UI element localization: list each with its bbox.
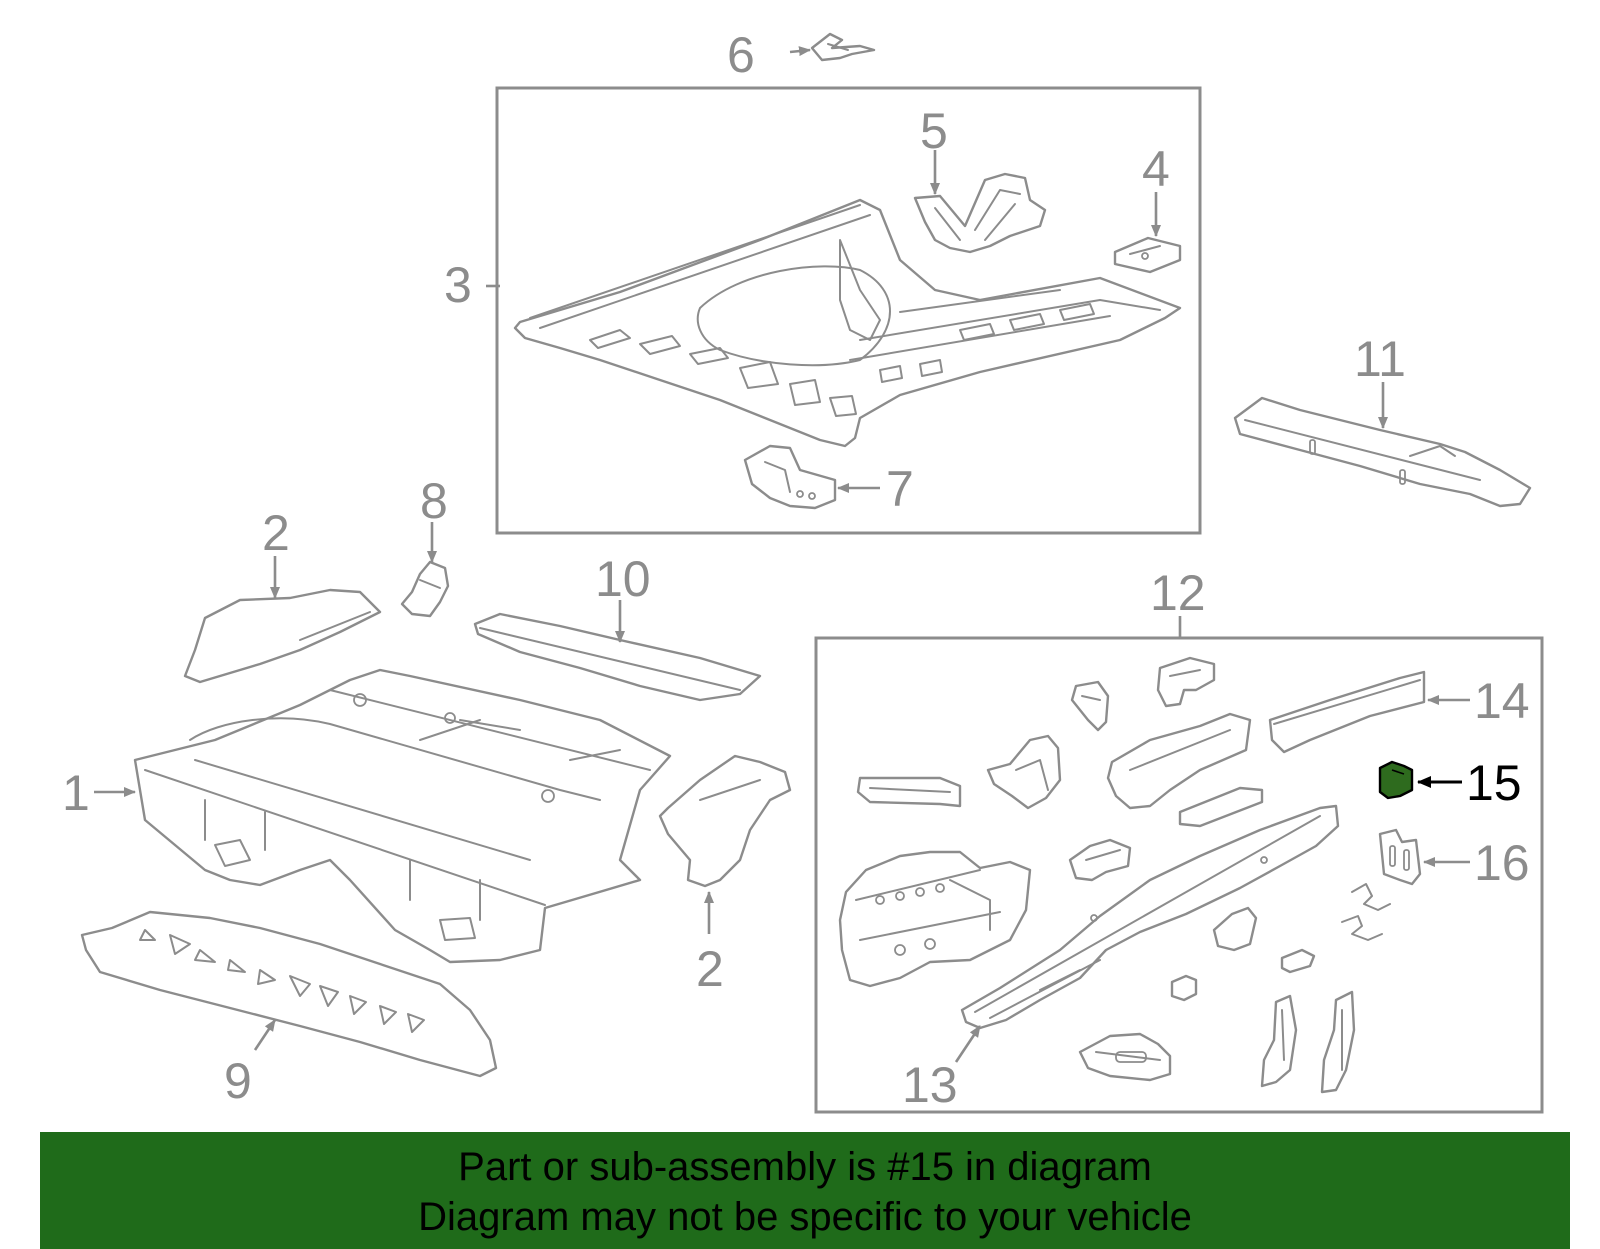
part-7-bracket[interactable]	[743, 444, 837, 510]
part-12-bracket-a[interactable]	[1070, 680, 1110, 732]
banner-line-2: Diagram may not be specific to your vehi…	[418, 1195, 1192, 1239]
callout-7: 7	[886, 461, 914, 517]
callout-1: 1	[62, 765, 90, 821]
arrow-9	[253, 1019, 277, 1051]
callout-10: 10	[595, 551, 651, 607]
part-4-plate[interactable]	[1113, 236, 1182, 274]
callout-8: 8	[420, 473, 448, 529]
part-13-rear-rail[interactable]	[960, 804, 1340, 1030]
part-10-cross-member[interactable]	[473, 612, 762, 702]
part-12-wheelhouse[interactable]	[838, 850, 1032, 988]
arrow-13	[954, 1025, 982, 1063]
part-12-strip[interactable]	[1178, 786, 1264, 828]
part-12-z-clip-a[interactable]	[1351, 883, 1391, 911]
part-12-pillar-a[interactable]	[1260, 994, 1298, 1088]
group-frame-3	[495, 86, 1202, 535]
part-12-bracket-d[interactable]	[1068, 838, 1132, 882]
arrow-6	[789, 46, 811, 57]
callout-13: 13	[902, 1057, 958, 1113]
callout-12: 12	[1150, 565, 1206, 621]
part-1-floor-assembly[interactable]	[133, 668, 672, 964]
part-12-pillar-b[interactable]	[1320, 990, 1356, 1094]
part-12-small-bracket-c[interactable]	[1170, 974, 1198, 1002]
callout-5: 5	[920, 103, 948, 159]
part-12-reinforcement-left[interactable]	[856, 776, 962, 808]
callout-3: 3	[444, 257, 472, 313]
part-12-housing[interactable]	[1078, 1032, 1172, 1082]
part-12-z-clip-b[interactable]	[1341, 915, 1383, 941]
callout-4: 4	[1142, 141, 1170, 197]
callout-2-top: 2	[262, 505, 290, 561]
part-12-small-bracket-b[interactable]	[1280, 948, 1316, 974]
callout-16: 16	[1474, 835, 1530, 891]
callout-15: 15	[1466, 755, 1522, 811]
info-banner: Part or sub-assembly is #15 in diagram D…	[40, 1132, 1570, 1249]
callout-9: 9	[224, 1053, 252, 1109]
banner-line-1: Part or sub-assembly is #15 in diagram	[458, 1145, 1152, 1189]
part-12-panel-mid[interactable]	[1106, 712, 1252, 810]
part-16-bracket-plate[interactable]	[1378, 828, 1422, 886]
callout-11: 11	[1354, 331, 1406, 387]
part-12-small-bracket-a[interactable]	[1212, 906, 1258, 952]
callout-14: 14	[1474, 673, 1530, 729]
part-11-rail[interactable]	[1233, 396, 1532, 508]
callout-6: 6	[727, 27, 755, 83]
part-9-rear-panel[interactable]	[80, 910, 498, 1078]
part-6-clip[interactable]	[810, 32, 876, 62]
part-2-side-panel-right[interactable]	[658, 754, 792, 888]
part-12-bracket-b[interactable]	[1156, 656, 1216, 708]
part-12-bracket-c[interactable]	[986, 734, 1062, 810]
callout-2-bottom: 2	[696, 941, 724, 997]
part-14-extension[interactable]	[1268, 670, 1426, 754]
part-15-bracket-highlighted[interactable]	[1378, 760, 1414, 800]
part-3-rear-floor-pan[interactable]	[513, 198, 1182, 448]
part-5-bracket[interactable]	[913, 172, 1047, 254]
part-2-side-panel-left[interactable]	[183, 588, 382, 684]
part-8-bracket[interactable]	[400, 560, 450, 618]
